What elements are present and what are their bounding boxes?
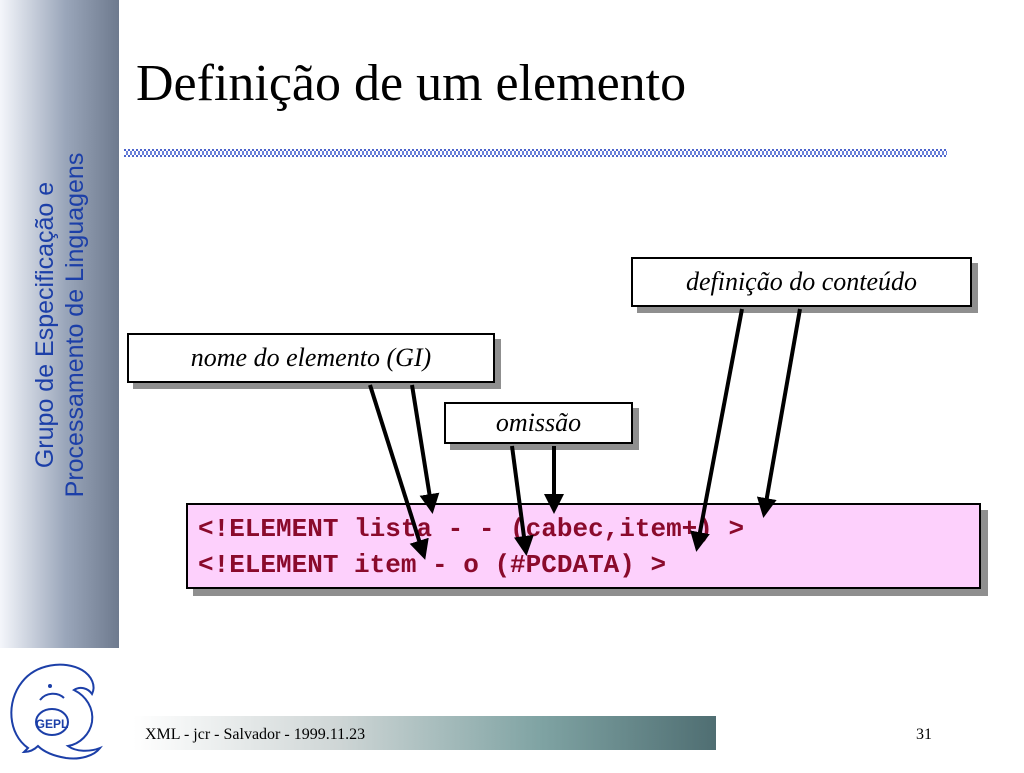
callout-omission: omissão: [444, 402, 633, 444]
code-block: <!ELEMENT lista - - (cabec,item+) > <!EL…: [186, 503, 981, 589]
page-number: 31: [916, 726, 932, 743]
arrow-content-to-lista: [756, 308, 802, 518]
dolphin-logo-icon: GEPL: [10, 663, 103, 760]
slide-title: Definição de um elemento: [136, 55, 687, 112]
footer-text: XML - jcr - Salvador - 1999.11.23: [145, 726, 366, 743]
arrow-name-to-lista: [410, 384, 440, 514]
logo: GEPL: [0, 648, 119, 768]
code-line-1: <!ELEMENT lista - - (cabec,item+) >: [198, 514, 745, 544]
sidebar-title-line1: Grupo de Especificação e: [31, 181, 59, 469]
code-line-2: <!ELEMENT item - o (#PCDATA) >: [198, 550, 667, 580]
sidebar-title: Grupo de Especificação e Processamento d…: [30, 90, 90, 560]
callout-content-definition: definição do conteúdo: [631, 257, 972, 307]
callout-element-name: nome do elemento (GI): [127, 333, 495, 383]
footer-bar: [133, 716, 716, 750]
logo-text: GEPL: [36, 717, 69, 731]
sidebar: Grupo de Especificação e Processamento d…: [0, 0, 119, 648]
title-underline: [124, 149, 947, 157]
sidebar-title-line2: Processamento de Linguagens: [61, 152, 89, 498]
